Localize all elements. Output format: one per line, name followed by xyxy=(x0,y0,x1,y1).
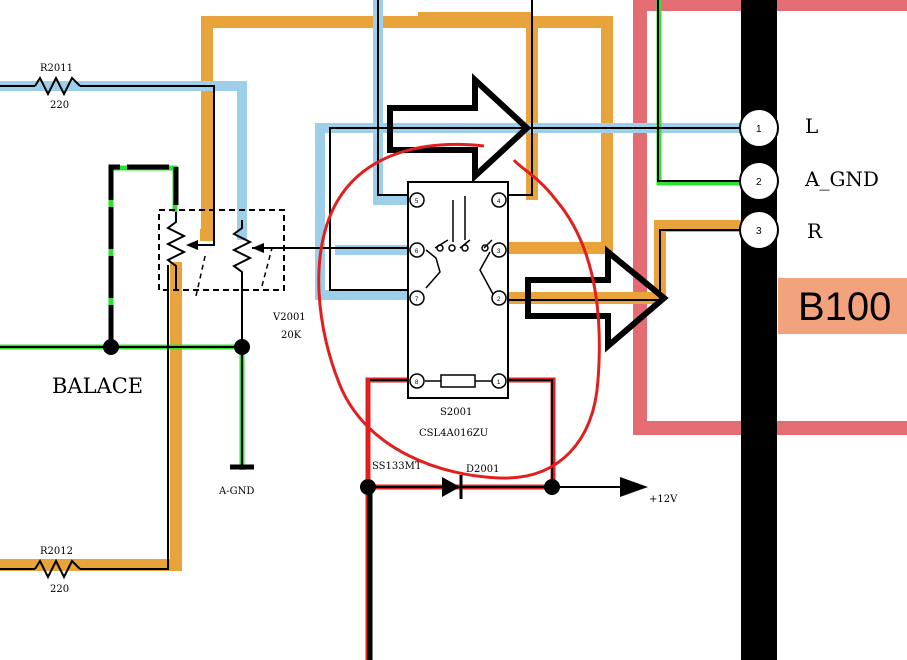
connector-label-r: R xyxy=(807,219,823,243)
board-badge-bg xyxy=(778,278,907,334)
black-thick-wires xyxy=(108,164,373,660)
resistor-r2011 xyxy=(34,75,81,97)
v2001-value: 20K xyxy=(281,330,302,341)
r2012-value: 220 xyxy=(50,584,69,595)
relay-pin-6: 6 xyxy=(415,249,419,255)
annotation-red-loop xyxy=(317,142,601,480)
connector-pins: 1 2 3 xyxy=(739,108,779,250)
red-traces xyxy=(365,377,556,660)
relay-pin-7: 7 xyxy=(415,297,419,303)
relay-s2001 xyxy=(407,181,509,399)
junction-dot-4 xyxy=(544,479,560,495)
s2001-name: S2001 xyxy=(440,407,472,418)
junction-dot-3 xyxy=(360,479,376,495)
balance-label: BALACE xyxy=(52,374,143,398)
relay-left-pins: 5 6 7 8 xyxy=(409,192,425,389)
black-wires xyxy=(0,0,745,570)
potentiometer-v2001 xyxy=(158,209,285,297)
connector-pin-3: 3 xyxy=(756,226,762,237)
connector-pin-2: 2 xyxy=(756,177,762,188)
diode-left-label: SS133MT xyxy=(372,461,422,472)
relay-pin-3: 3 xyxy=(497,249,501,255)
r2011-name: R2011 xyxy=(40,63,73,74)
annotation-arrow-right xyxy=(525,245,669,353)
diode-name: D2001 xyxy=(466,464,499,475)
connector-pin-1: 1 xyxy=(756,124,762,135)
r2012-name: R2012 xyxy=(40,546,73,557)
supply-label: +12V xyxy=(649,494,678,505)
relay-pin-1: 1 xyxy=(497,380,501,386)
agnd-left-label: A-GND xyxy=(218,486,254,497)
junction-dot-2 xyxy=(234,339,250,355)
connector-label-agnd: A_GND xyxy=(804,167,879,191)
v2001-name: V2001 xyxy=(272,312,306,323)
connector-label-l: L xyxy=(805,114,818,138)
diode-d2001 xyxy=(442,475,463,499)
r2011-value: 220 xyxy=(50,100,69,111)
supply-arrow xyxy=(620,477,648,497)
junction-dot-1 xyxy=(103,339,119,355)
board-badge: B100 xyxy=(798,285,891,329)
resistor-r2012 xyxy=(34,558,81,580)
relay-pin-8: 8 xyxy=(415,380,419,386)
relay-pin-2: 2 xyxy=(497,297,501,303)
relay-pin-4: 4 xyxy=(497,199,501,205)
s2001-part: CSL4A016ZU xyxy=(419,428,488,439)
connector-bus-bar xyxy=(741,0,777,660)
relay-right-pins: 4 3 2 1 xyxy=(491,192,507,389)
relay-pin-5: 5 xyxy=(415,199,419,205)
